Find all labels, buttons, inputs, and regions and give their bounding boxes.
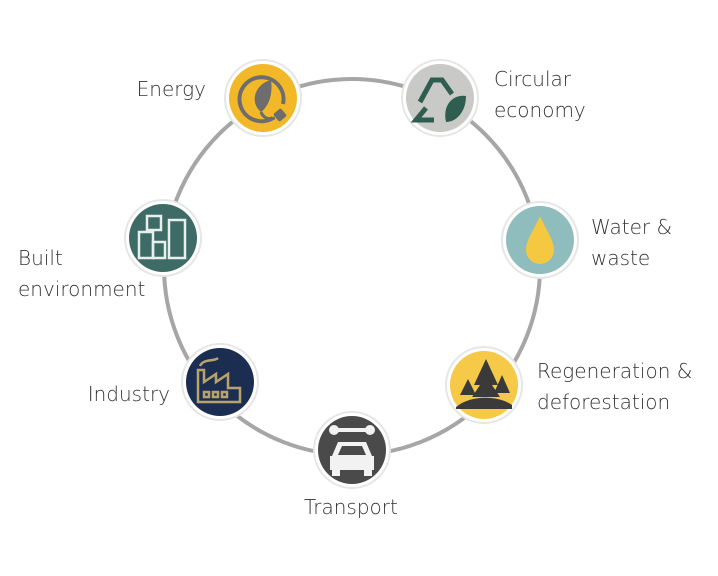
node-water-waste	[501, 201, 579, 279]
recycle-leaf-icon	[410, 77, 466, 123]
label-regeneration: Regeneration &deforestation	[537, 359, 693, 414]
label-water-waste: Water &waste	[591, 215, 673, 270]
car-wrench-icon	[329, 425, 375, 476]
node-transport	[313, 411, 391, 489]
node-circular-economy	[401, 59, 479, 137]
factory-icon	[196, 356, 242, 404]
node-industry	[181, 343, 259, 421]
leaf-plug-icon	[237, 75, 287, 124]
node-built-environment	[124, 199, 202, 277]
trees-icon	[456, 359, 512, 409]
node-regeneration	[445, 346, 523, 424]
buildings-icon	[137, 214, 187, 260]
label-transport: Transport	[304, 495, 398, 519]
label-energy: Energy	[136, 77, 206, 101]
label-industry: Industry	[87, 382, 170, 406]
node-energy	[224, 59, 302, 137]
water-drop-icon	[526, 216, 554, 264]
